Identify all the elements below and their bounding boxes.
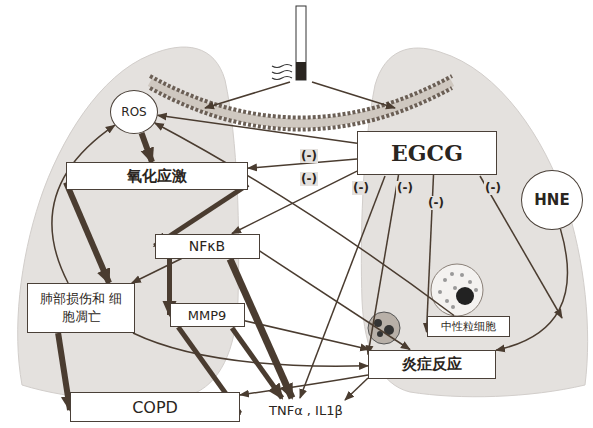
smoke bbox=[272, 65, 292, 80]
inhibit-label: (-) bbox=[484, 181, 502, 195]
hne-circle: HNE bbox=[521, 170, 583, 230]
node-text: HNE bbox=[534, 191, 569, 209]
connector-arrow bbox=[158, 115, 357, 143]
process-box: NFκB bbox=[155, 234, 260, 259]
process-box: 氧化应激 bbox=[66, 162, 248, 190]
process-box: 肺部损伤和 细胞凋亡 bbox=[27, 283, 135, 333]
node-text: 中性粒细胞 bbox=[441, 319, 496, 334]
membrane-tails bbox=[150, 82, 452, 124]
connector-arrow bbox=[58, 333, 70, 410]
connector-arrow bbox=[368, 175, 399, 355]
membrane-heads-inner bbox=[150, 88, 452, 130]
inhibit-label: (-) bbox=[396, 181, 414, 195]
inhibit-label: (-) bbox=[300, 149, 318, 163]
connector-arrow bbox=[132, 259, 182, 284]
node-text: EGCG bbox=[391, 140, 463, 166]
connector-arrow bbox=[133, 333, 368, 366]
node-text: 炎症反应 bbox=[402, 355, 462, 374]
thick-arrow bbox=[230, 259, 292, 398]
cigarette bbox=[296, 6, 306, 80]
neutrophil-cell bbox=[431, 264, 483, 316]
node-text: NFκB bbox=[189, 238, 225, 254]
agent-box: EGCG bbox=[357, 131, 497, 175]
arrow bbox=[345, 378, 368, 400]
connector-arrow bbox=[66, 182, 109, 283]
cigarette-filter bbox=[296, 62, 306, 80]
node-text: MMP9 bbox=[188, 308, 227, 323]
right-lung bbox=[361, 48, 587, 397]
node-text: 肺部损伤和 细胞凋亡 bbox=[34, 290, 128, 325]
node-text: 氧化应激 bbox=[127, 167, 187, 186]
connector-arrow bbox=[232, 171, 357, 233]
ros-circle: ROS bbox=[110, 90, 158, 134]
process-box: 炎症反应 bbox=[368, 350, 496, 379]
process-box: MMP9 bbox=[170, 303, 245, 327]
connector-arrow bbox=[52, 125, 115, 283]
outcome-box: COPD bbox=[70, 392, 240, 422]
connector-arrow bbox=[245, 321, 370, 350]
cytokine-label: TNFα , IL1β bbox=[268, 404, 344, 418]
smoke-arrow bbox=[312, 82, 395, 108]
connector-arrow bbox=[260, 251, 410, 350]
node-text: COPD bbox=[132, 398, 178, 417]
inhibit-label: (-) bbox=[352, 181, 370, 195]
connector-arrow bbox=[240, 375, 368, 395]
connector-arrow bbox=[142, 133, 153, 162]
cell-label-box: 中性粒细胞 bbox=[427, 316, 510, 337]
node-text: ROS bbox=[121, 105, 146, 119]
inhibit-label: (-) bbox=[427, 196, 445, 210]
smoke-arrow bbox=[205, 82, 290, 108]
inhibit-label: (-) bbox=[300, 172, 318, 186]
